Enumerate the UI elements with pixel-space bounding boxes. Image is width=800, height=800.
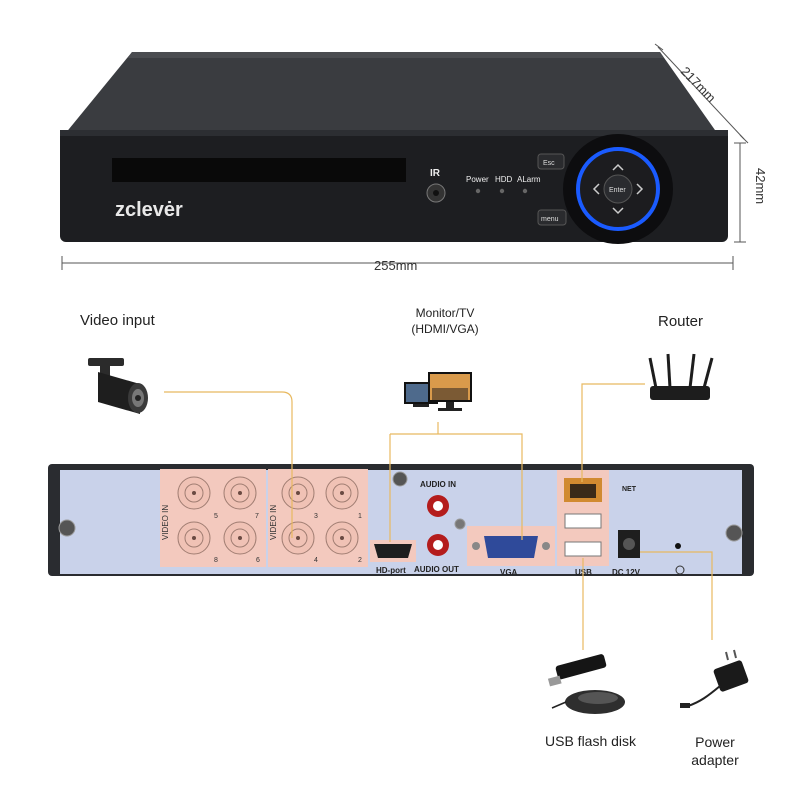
dimension-lines	[61, 43, 749, 270]
screw-right	[725, 524, 743, 542]
router-label: Router	[658, 313, 704, 330]
usb-flash-drive-icon	[547, 654, 607, 687]
dvr-front-view: zclevėr IR Power HDD ALarm Esc menu Ente…	[60, 43, 768, 273]
usb-flash-label: USB flash disk	[545, 733, 637, 749]
power-adapter-icon	[680, 649, 749, 708]
video-in-label-left: VIDEO IN	[161, 505, 170, 540]
power-led	[475, 188, 481, 194]
channel-8-label: 8	[214, 557, 218, 564]
usb-port-2	[564, 541, 602, 557]
ground-symbol	[675, 565, 685, 575]
ir-label: IR	[430, 168, 441, 179]
svg-text:menu: menu	[541, 216, 559, 223]
connection-diagram: VIDEO IN VIDEO IN 7 5 8 6 3 1 4 2 AUDIO …	[48, 353, 754, 714]
vga-label: VGA	[500, 568, 518, 577]
channel-1-label: 1	[358, 513, 362, 520]
disc-slot	[112, 158, 406, 182]
nav-right-icon[interactable]	[636, 183, 644, 195]
alarm-led	[522, 188, 528, 194]
channel-7-label: 7	[255, 513, 259, 520]
vga-port	[484, 536, 538, 558]
ground-screw	[454, 518, 466, 530]
nav-down-icon[interactable]	[612, 207, 624, 215]
video-in-label-right: VIDEO IN	[269, 505, 278, 540]
net-label: NET	[622, 486, 637, 493]
mouse-icon	[551, 690, 625, 714]
width-dimension: 255mm	[374, 258, 417, 273]
reset-hole	[675, 543, 681, 549]
channel-5-label: 5	[214, 513, 218, 520]
usb-port-1	[564, 513, 602, 529]
router-icon	[648, 353, 714, 400]
screw-top	[392, 471, 408, 487]
dvr-top-face	[60, 52, 722, 140]
enter-button[interactable]	[603, 174, 633, 204]
esc-button[interactable]	[537, 153, 565, 170]
nav-left-icon[interactable]	[592, 183, 600, 195]
hdd-led	[499, 188, 505, 194]
connection-wires	[164, 383, 713, 650]
nav-up-icon[interactable]	[612, 163, 624, 171]
power-adapter-label-line1: Power	[695, 734, 735, 750]
power-adapter-label-line2: adapter	[691, 752, 739, 768]
audio-out-label: AUDIO OUT	[414, 565, 459, 574]
monitor-label-line2: (HDMI/VGA)	[411, 322, 479, 336]
channel-2-label: 2	[358, 557, 362, 564]
channel-6-label: 6	[256, 557, 260, 564]
brand-logo: zclevėr	[115, 199, 183, 221]
bnc-connectors	[177, 476, 359, 555]
height-dimension: 42mm	[753, 168, 768, 204]
monitor-icon	[404, 372, 472, 411]
led-label-power: Power	[466, 175, 489, 184]
monitor-label-line1: Monitor/TV	[415, 306, 475, 320]
svg-text:Enter: Enter	[609, 187, 626, 194]
channel-3-label: 3	[314, 513, 318, 520]
menu-button[interactable]	[537, 209, 567, 226]
svg-text:Esc: Esc	[543, 160, 555, 167]
screw-left	[58, 519, 76, 537]
audio-in-label: AUDIO IN	[420, 480, 456, 489]
dc-label: DC 12V	[612, 568, 641, 577]
led-label-alarm: ALarm	[517, 175, 541, 184]
video-input-label: Video input	[80, 312, 155, 329]
led-label-hdd: HDD	[495, 175, 513, 184]
hd-port-label: HD-port	[376, 566, 406, 575]
camera-icon	[88, 358, 148, 414]
channel-4-label: 4	[314, 557, 318, 564]
hdmi-port	[374, 544, 412, 558]
